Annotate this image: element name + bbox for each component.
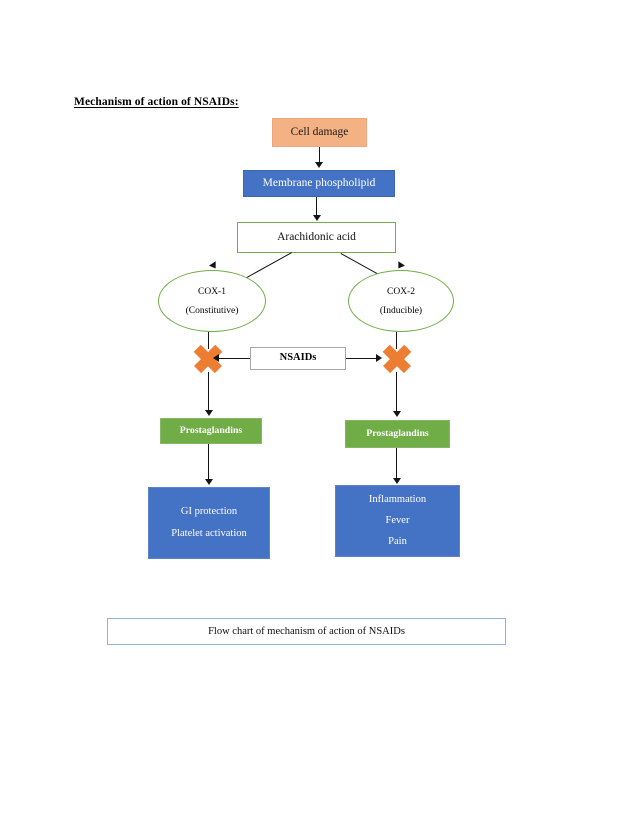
node-cell-damage: Cell damage [272, 118, 367, 147]
node-cox2: COX-2 (Inducible) [348, 270, 454, 332]
node-arachidonic-acid: Arachidonic acid [237, 222, 396, 253]
node-arachidonic-acid-label: Arachidonic acid [277, 230, 356, 243]
arrowhead-nsaids-xmark-left [213, 354, 219, 362]
node-cox1-sublabel: (Constitutive) [185, 305, 239, 316]
node-cox2-label: COX-2 [387, 286, 415, 297]
figure-caption-text: Flow chart of mechanism of action of NSA… [208, 626, 405, 637]
arrowhead-outcome-left [205, 479, 213, 485]
connector-membrane-arachidonic [316, 197, 318, 216]
connector-xmark-prostaglandins-right [396, 372, 398, 412]
node-prostaglandins-right-label: Prostaglandins [366, 428, 429, 440]
node-prostaglandins-left: Prostaglandins [160, 418, 262, 444]
connector-cox2-xmark [396, 332, 398, 349]
connector-celldamage-membrane [318, 147, 320, 163]
node-nsaids: NSAIDs [250, 347, 346, 370]
arrowhead-nsaids-xmark-right [376, 354, 382, 362]
node-membrane-phospholipid: Membrane phospholipid [243, 170, 395, 197]
connector-xmark-prostaglandins-left [208, 372, 210, 411]
node-outcome-left: GI protection Platelet activation [148, 487, 270, 559]
node-outcome-left-line2: Platelet activation [171, 527, 247, 539]
node-cox1: COX-1 (Constitutive) [158, 270, 266, 332]
arrowhead-membrane-arachidonic [312, 215, 321, 221]
node-prostaglandins-right: Prostaglandins [345, 420, 450, 448]
connector-prostaglandins-outcome-left [208, 444, 210, 480]
node-outcome-left-line1: GI protection [180, 506, 238, 518]
arrowhead-prostaglandins-left [205, 410, 213, 416]
figure-caption-box: Flow chart of mechanism of action of NSA… [107, 618, 506, 645]
node-outcome-right-line3: Pain [388, 536, 407, 548]
page-title: Mechanism of action of NSAIDs: [74, 96, 239, 108]
connector-nsaids-xmark-right [346, 358, 377, 360]
node-cell-damage-label: Cell damage [290, 125, 349, 138]
node-cox1-label: COX-1 [198, 286, 226, 297]
arrowhead-prostaglandins-right [393, 411, 401, 417]
connector-nsaids-xmark-left [219, 358, 250, 360]
node-nsaids-label: NSAIDs [279, 352, 317, 364]
node-outcome-right: Inflammation Fever Pain [335, 485, 460, 557]
node-cox2-sublabel: (Inducible) [379, 305, 423, 316]
node-outcome-right-line2: Fever [385, 514, 410, 526]
node-membrane-phospholipid-label: Membrane phospholipid [262, 176, 376, 189]
node-outcome-right-line1: Inflammation [368, 493, 427, 505]
connector-cox1-xmark [208, 332, 210, 349]
x-mark-cox2 [382, 344, 412, 374]
node-prostaglandins-left-label: Prostaglandins [179, 425, 243, 437]
arrowhead-celldamage-membrane [315, 162, 323, 168]
arrowhead-outcome-right [393, 478, 401, 484]
connector-prostaglandins-outcome-right [396, 448, 398, 480]
